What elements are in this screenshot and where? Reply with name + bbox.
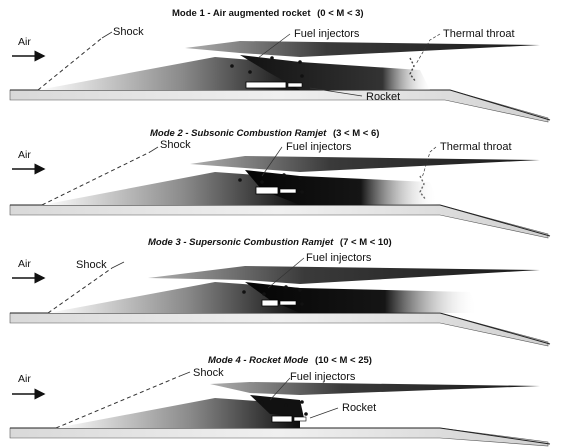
- panel-mode-2: Mode 2 - Subsonic Combustion Ramjet (3 <…: [10, 128, 550, 238]
- rocket-body: [246, 82, 286, 88]
- engine-cowl: [190, 156, 540, 172]
- air-label: Air: [18, 36, 31, 48]
- rocket-body: [256, 187, 278, 194]
- thermal-throat-label: Thermal throat: [440, 141, 512, 153]
- air-label: Air: [18, 258, 31, 270]
- air-label: Air: [18, 373, 31, 385]
- fuel-injectors-label: Fuel injectors: [286, 141, 352, 153]
- fuel-injectors-label: Fuel injectors: [306, 252, 372, 264]
- panel-mode-1: Mode 1 - Air augmented rocket (0 < M < 3…: [10, 8, 550, 122]
- engine-cowl: [148, 266, 540, 284]
- rocket-body: [262, 300, 278, 306]
- vehicle-underside: [10, 205, 548, 238]
- engine-cowl: [210, 382, 540, 395]
- vehicle-underside: [10, 428, 548, 446]
- engine-cowl: [185, 41, 540, 57]
- shock-label: Shock: [113, 26, 144, 38]
- panel-mode-4: Mode 4 - Rocket Mode (10 < M < 25) Shock…: [10, 355, 550, 446]
- panel-title: Mode 2 - Subsonic Combustion Ramjet (3 <…: [150, 128, 379, 139]
- panel-title: Mode 4 - Rocket Mode (10 < M < 25): [208, 355, 372, 366]
- rocket-label: Rocket: [342, 402, 376, 414]
- fuel-injectors-label: Fuel injectors: [294, 28, 360, 40]
- air-label: Air: [18, 149, 31, 161]
- shock-label: Shock: [193, 367, 224, 379]
- shock-label: Shock: [160, 139, 191, 151]
- shock-label: Shock: [76, 259, 107, 271]
- panel-title: Mode 1 - Air augmented rocket (0 < M < 3…: [172, 8, 364, 19]
- fuel-injectors-label: Fuel injectors: [290, 371, 356, 383]
- rocket-label: Rocket: [366, 91, 400, 103]
- rocket-body: [272, 416, 292, 422]
- panel-mode-3: Mode 3 - Supersonic Combustion Ramjet (7…: [10, 237, 550, 346]
- panel-title: Mode 3 - Supersonic Combustion Ramjet (7…: [148, 237, 392, 248]
- vehicle-underside: [10, 313, 548, 346]
- thermal-throat-label: Thermal throat: [443, 28, 515, 40]
